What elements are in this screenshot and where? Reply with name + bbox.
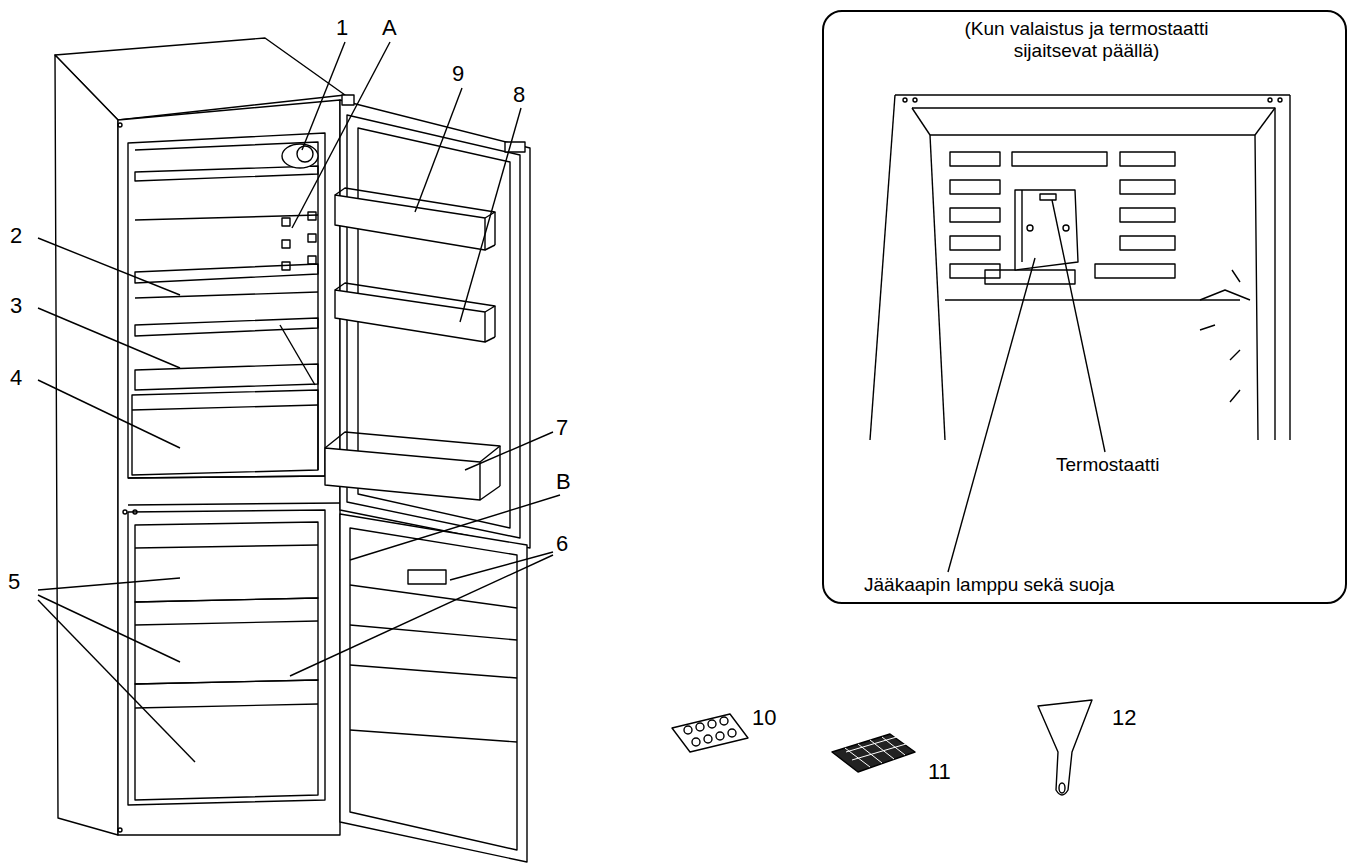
callout-number: 11: [928, 760, 951, 784]
inset-box: (Kun valaistus ja termostaatti sijaitsev…: [822, 10, 1347, 604]
part-name: Jääkaapin lamppu sekä suoja: [864, 574, 1284, 596]
callout-number: A: [382, 16, 397, 40]
callout-number: B: [556, 470, 571, 494]
callout-number: 6: [556, 532, 568, 556]
callout-number: 1: [336, 16, 348, 40]
callout-number: 9: [452, 62, 464, 86]
callout-number: 10: [752, 706, 776, 730]
inset-heading: (Kun valaistus ja termostaatti sijaitsev…: [934, 18, 1239, 62]
callout-number: 3: [10, 294, 22, 318]
callout-number: 5: [8, 570, 20, 594]
callout-number: 2: [10, 224, 22, 248]
callout-number: 12: [1112, 706, 1136, 730]
callout-number: 4: [10, 366, 22, 390]
callout-number: 7: [556, 416, 568, 440]
callout-number: 8: [513, 83, 525, 107]
part-name: Termostaatti: [1056, 454, 1256, 476]
